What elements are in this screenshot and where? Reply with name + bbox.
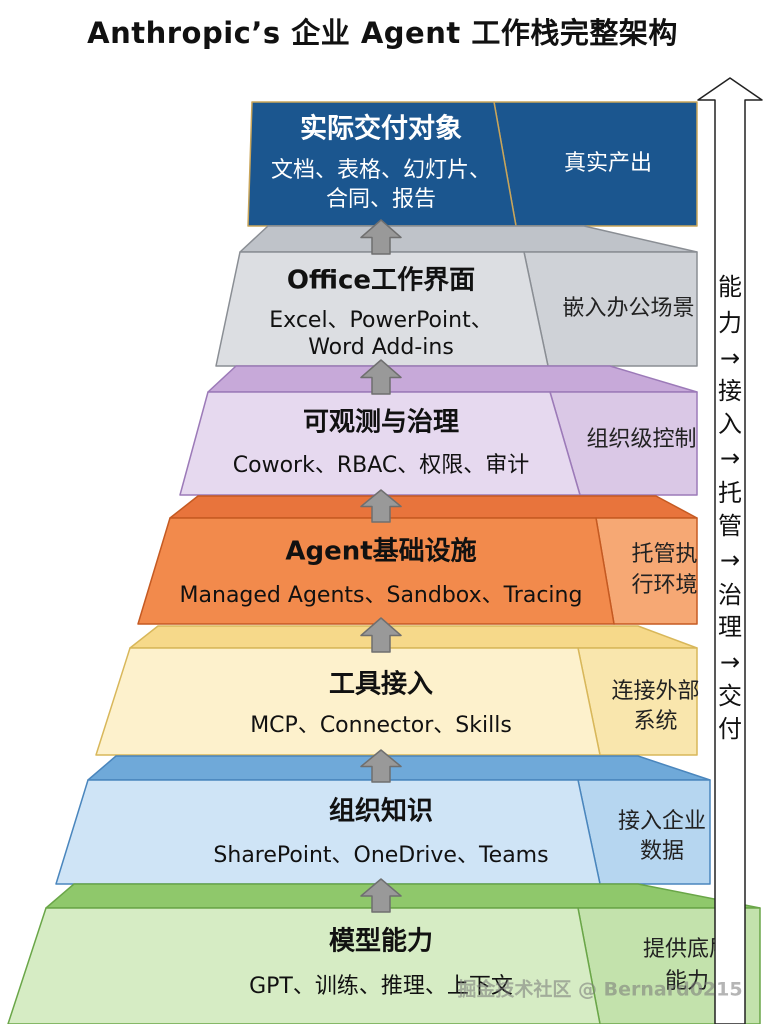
flow-text-char: → [720,546,740,574]
layer-front-face [137,517,615,625]
layer-side-label: 真实产出 [564,151,652,176]
layer-detail-text: Excel、PowerPoint、 [269,308,492,333]
layer-heading: 组织知识 [329,796,433,827]
connector-arrow [360,878,402,913]
layer-heading: Office工作界面 [287,266,475,296]
flow-text-char: 管 [718,512,742,540]
layer-side-label: 接入企业 [618,809,706,834]
layer-front-face [179,391,581,496]
flow-text-char: → [720,444,740,472]
layer-side-label: 系统 [633,709,677,734]
flow-text-char: 交 [718,682,742,710]
layer-detail-text: Managed Agents、Sandbox、Tracing [180,583,583,608]
flow-arrow [697,77,763,1024]
layer-heading: 模型能力 [329,926,433,957]
layer-top-strip [239,225,698,253]
layer-detail-text: 合同、报告 [326,187,436,212]
flow-text-char: → [720,344,740,372]
layer-side-label: 组织级控制 [586,427,696,452]
layer-heading: Agent基础设施 [285,536,476,567]
flow-text-char: 接 [718,377,742,405]
layer-detail-text: 文档、表格、幻灯片、 [271,158,491,183]
layer-side-label: 托管执 [631,542,697,567]
flow-text-char: 力 [718,309,742,337]
layer-side-label: 能力 [665,969,709,994]
flow-text-char: 托 [718,479,742,507]
layer-top-strip [87,755,711,781]
flow-text-char: 治 [718,581,742,609]
connector-arrow [360,749,402,783]
layer-top-strip [45,883,761,909]
layer-detail-text: Word Add-ins [308,335,454,360]
flow-text-char: 理 [718,613,742,641]
layer-detail-text: Cowork、RBAC、权限、审计 [233,453,529,478]
layer-side-label: 嵌入办公场景 [562,296,694,321]
layer-side-label: 行环境 [631,573,697,598]
layer-detail-text: MCP、Connector、Skills [250,713,512,738]
layer-heading: 实际交付对象 [300,113,462,145]
layer-top-strip [207,365,698,393]
connector-arrow [360,219,402,255]
layer-front-face [7,907,601,1024]
connector-arrow [360,359,402,395]
flow-text-char: 付 [718,715,742,743]
page-title: Anthropic’s 企业 Agent 工作栈完整架构 [87,16,678,50]
layer-side-label: 连接外部 [611,679,699,704]
watermark-text: 掘金技术社区 @ Bernard0215 [457,978,742,1001]
connector-arrow [360,617,402,653]
layer-detail-text: SharePoint、OneDrive、Teams [213,843,548,868]
layer-front-face [95,647,601,756]
connector-arrow [360,489,402,523]
flow-text-char: 能 [718,273,742,301]
layer-top-strip [129,625,698,649]
layer-detail-text: GPT、训练、推理、上下文 [249,974,513,999]
layer-heading: 工具接入 [329,670,433,700]
flow-text-char: → [720,648,740,676]
flow-text-char: 入 [718,410,742,438]
layer-heading: 可观测与治理 [303,408,459,438]
layer-side-label: 数据 [640,839,684,864]
layer-top-strip [169,495,698,519]
